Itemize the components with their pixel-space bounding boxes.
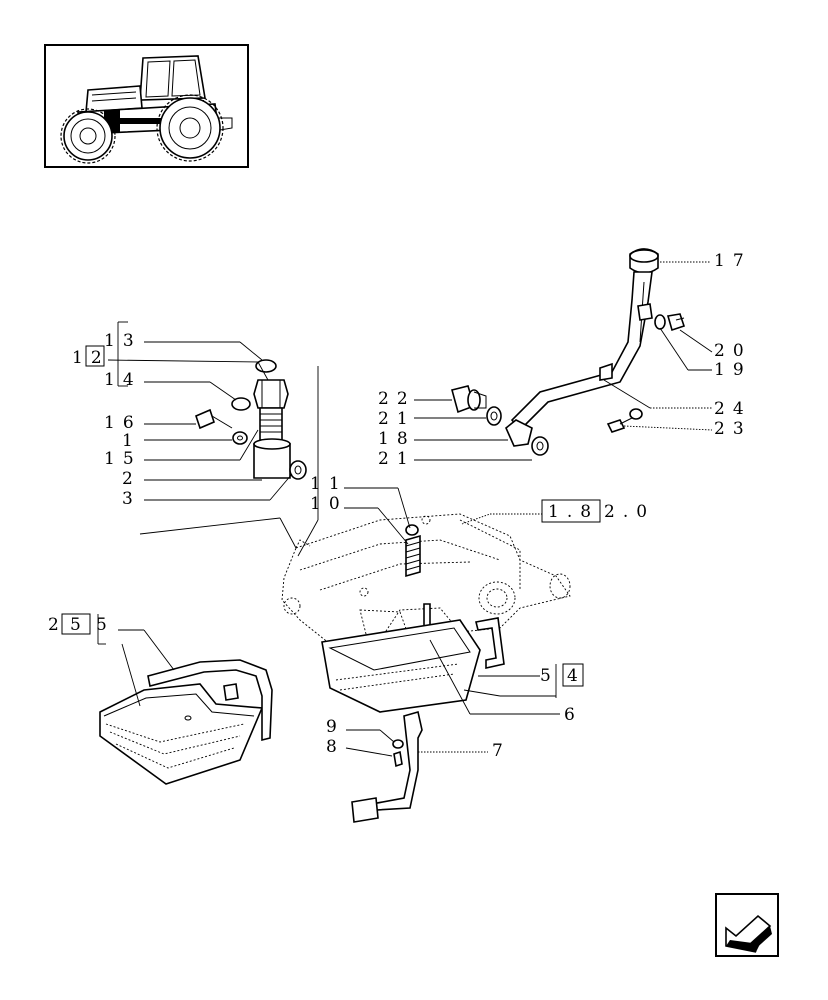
label-16: 16 [104,413,142,433]
label-9: 9 [326,717,345,737]
ref-255-box: 5 [70,615,89,635]
gear-lever-assembly [451,248,686,456]
label-21a: 21 [378,409,416,429]
label-10: 10 [310,494,348,514]
label-18: 18 [378,429,416,449]
label-13: 13 [104,331,142,351]
ref-54-box: 4 [567,666,586,686]
label-22: 22 [378,389,416,409]
tractor-thumbnail [44,44,249,168]
label-24: 24 [714,399,752,419]
callout-labels: 17 20 19 24 23 22 21 18 21 13 12 14 16 1… [48,251,752,761]
label-3: 3 [122,489,141,509]
label-17: 17 [714,251,752,271]
label-21b: 21 [378,449,416,469]
label-1: 1 [122,431,141,451]
ref-255-tail: 5 [96,615,115,635]
label-15: 15 [104,449,142,469]
label-6: 6 [564,705,583,725]
oil-pan-alternate [99,659,273,785]
label-19: 19 [714,360,752,380]
label-8: 8 [326,737,345,757]
label-20: 20 [714,341,752,361]
leader-lines [107,261,713,757]
ref-255-lead: 2 [48,615,67,635]
label-11: 11 [310,474,348,494]
previous-page-arrow-icon[interactable] [715,893,779,957]
ref-1-8-boxed: 1.8 [548,502,599,522]
reference-boxes [61,321,601,698]
label-7: 7 [492,741,511,761]
label-2: 2 [122,469,141,489]
ref-54-lead: 5 [540,666,559,686]
label-12: 12 [72,348,110,368]
label-23: 23 [714,419,752,439]
ref-2-0: 2.0 [604,502,655,522]
oil-pan-assembly [321,617,505,823]
valve-assembly [195,359,307,480]
label-14: 14 [104,370,142,390]
